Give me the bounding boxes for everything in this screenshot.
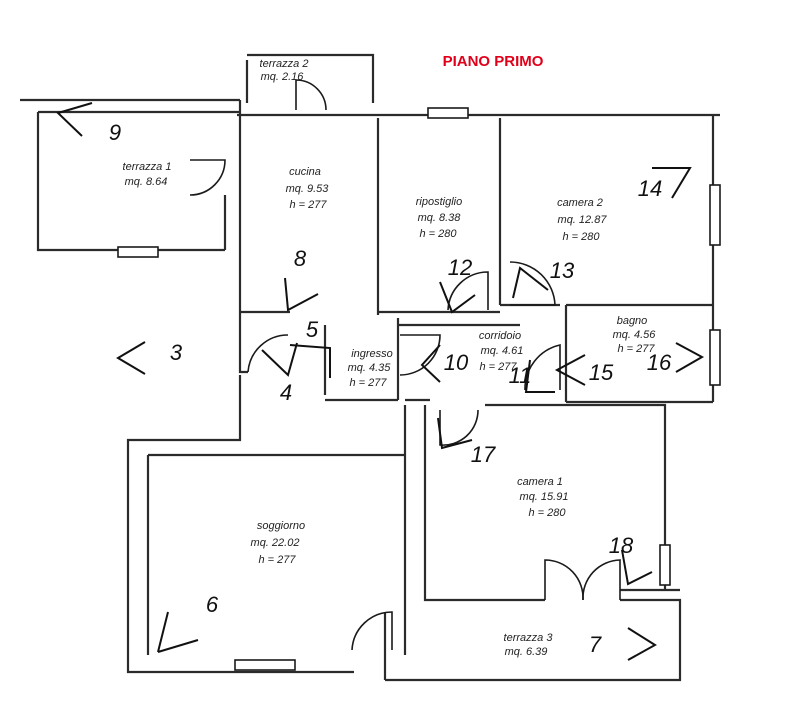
marker-label: 18 — [609, 533, 634, 558]
marker-label: 14 — [638, 176, 662, 201]
door-arc — [509, 261, 556, 306]
photo-markers: 3 4 5 6 7 8 9 10 11 12 13 14 15 — [56, 102, 705, 661]
marker-label: 6 — [206, 592, 219, 617]
door-arc — [544, 559, 584, 601]
door-arc — [524, 343, 561, 391]
marker-arrow — [284, 277, 319, 312]
marker-label: 8 — [294, 246, 307, 271]
marker-label: 9 — [109, 120, 121, 145]
window — [234, 659, 296, 671]
windows — [117, 107, 721, 671]
marker-label: 5 — [306, 317, 319, 342]
doors — [189, 79, 621, 651]
marker-label: 11 — [509, 363, 532, 388]
marker-arrow — [652, 167, 692, 199]
door-arc — [189, 159, 226, 196]
marker-label: 16 — [647, 350, 672, 375]
marker-arrow — [157, 611, 199, 653]
marker-arrow — [621, 549, 653, 586]
door-arc — [247, 334, 289, 373]
door-arc — [295, 79, 327, 111]
marker-label: 17 — [471, 442, 496, 467]
marker-label: 4 — [280, 380, 292, 405]
marker-label: 7 — [589, 632, 602, 657]
marker-arrow — [627, 627, 657, 661]
door-arc — [399, 334, 441, 376]
walls — [20, 53, 720, 682]
marker-label: 12 — [448, 255, 472, 280]
door-arc — [351, 611, 393, 651]
window — [709, 184, 721, 246]
window — [117, 246, 159, 258]
window — [427, 107, 469, 119]
door-arc — [582, 559, 621, 601]
marker-label: 13 — [550, 258, 575, 283]
marker-arrow — [439, 281, 476, 314]
marker-arrow — [524, 359, 555, 393]
marker-label: 10 — [444, 350, 469, 375]
marker-arrow — [56, 102, 93, 137]
marker-label: 3 — [170, 340, 183, 365]
marker-label: 15 — [589, 360, 614, 385]
plan-title: PIANO PRIMO — [443, 53, 544, 70]
marker-arrow — [512, 266, 549, 299]
marker-arrow — [289, 344, 331, 378]
marker-arrow — [261, 342, 298, 377]
marker-arrow — [554, 354, 586, 386]
window — [659, 544, 671, 586]
window — [709, 329, 721, 386]
door-arc — [439, 409, 479, 446]
marker-arrow — [437, 417, 473, 450]
marker-arrow — [675, 342, 705, 373]
marker-arrow — [116, 341, 146, 375]
marker-arrow — [420, 344, 441, 383]
